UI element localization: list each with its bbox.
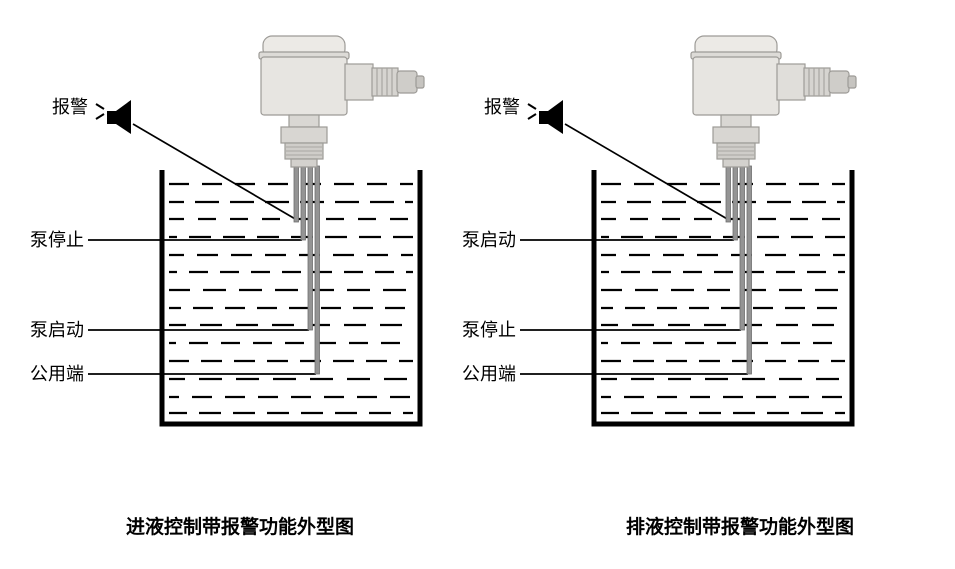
pump-line1-label: 泵停止 [30, 230, 84, 250]
common-terminal-label: 公用端 [462, 364, 516, 384]
alarm-label: 报警 [52, 97, 88, 117]
pump-line2-label: 泵停止 [462, 320, 516, 340]
pump-line1-label: 泵启动 [462, 230, 516, 250]
right-diagram-labels: 报警 泵启动 泵停止 公用端 排液控制带报警功能外型图 [462, 97, 854, 538]
left-diagram-labels: 报警 泵停止 泵启动 公用端 进液控制带报警功能外型图 [30, 97, 354, 538]
right-caption: 排液控制带报警功能外型图 [626, 515, 854, 538]
left-diagram-graphics [88, 36, 424, 424]
common-terminal-label: 公用端 [30, 364, 84, 384]
left-caption: 进液控制带报警功能外型图 [126, 515, 354, 538]
alarm-label: 报警 [484, 97, 520, 117]
pump-line2-label: 泵启动 [30, 320, 84, 340]
right-diagram-graphics [520, 36, 856, 424]
